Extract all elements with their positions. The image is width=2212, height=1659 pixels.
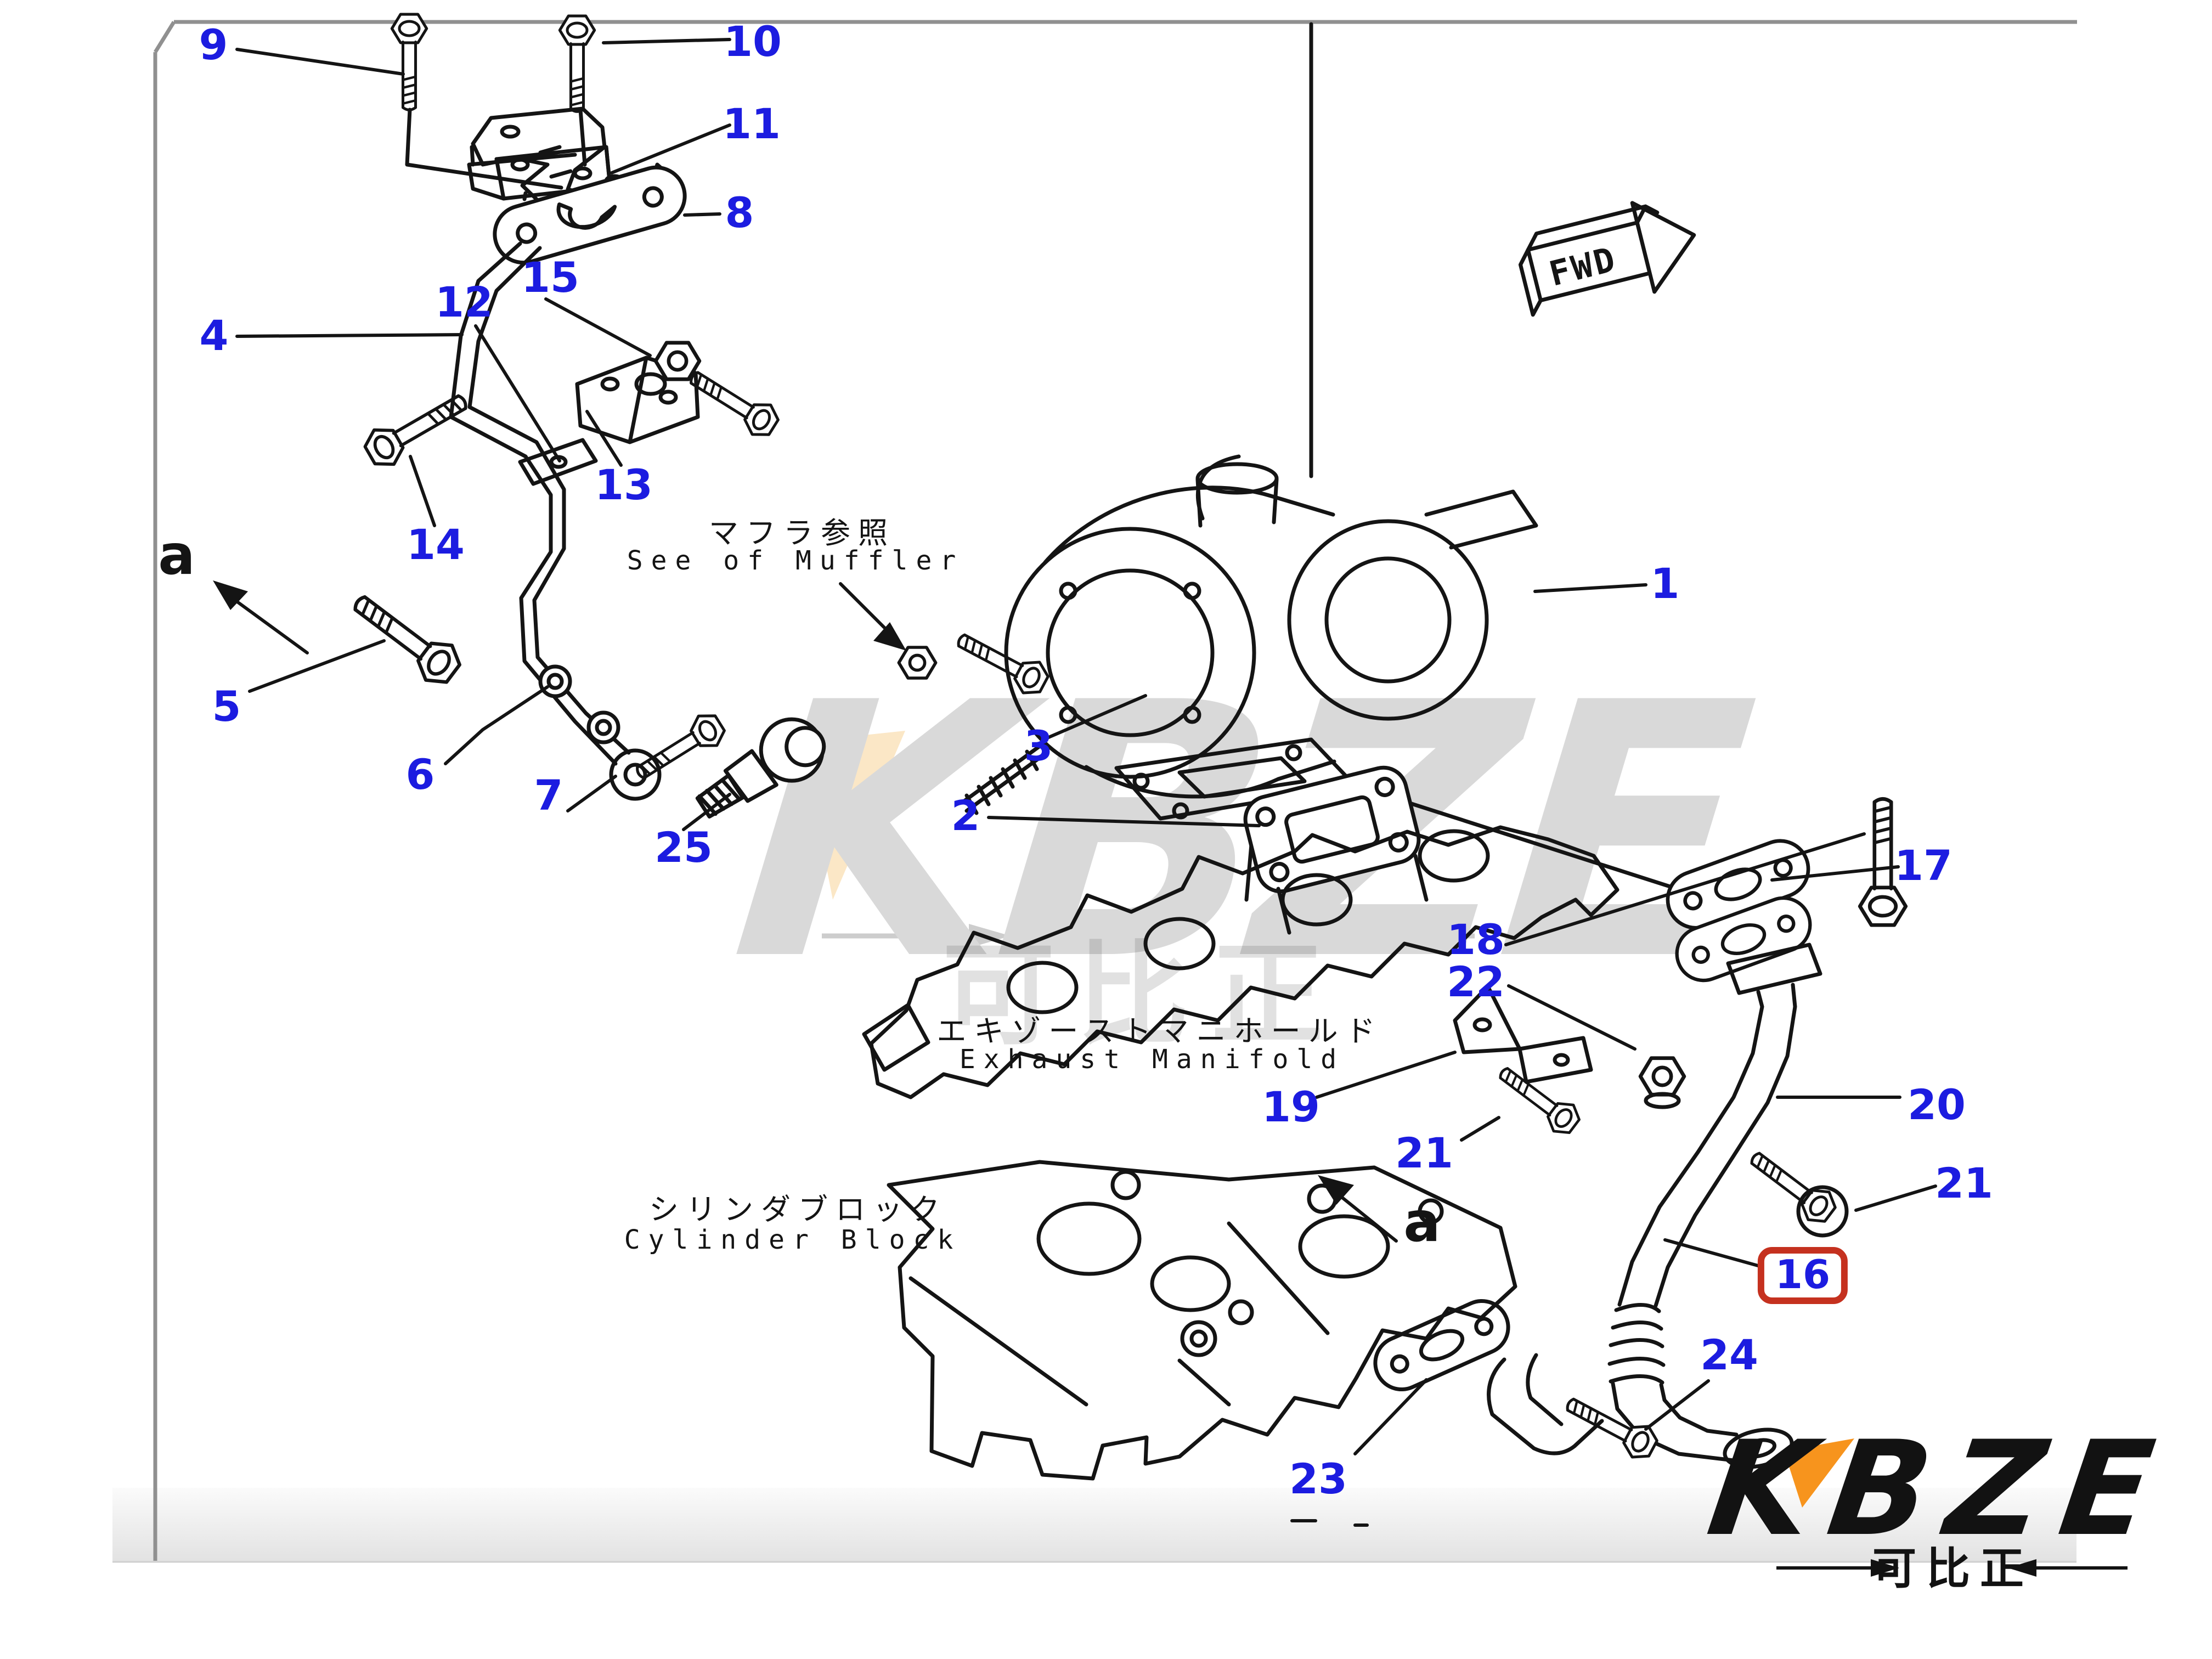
part-bolt-21a — [1492, 1059, 1584, 1139]
leader-lines — [235, 38, 1937, 1527]
callout-17: 17 — [1894, 841, 1953, 890]
part-washer-6b — [589, 713, 618, 742]
part-oil-pipe-4 — [449, 241, 662, 801]
callout-24: 24 — [1700, 1330, 1758, 1379]
part-bolt-5 — [345, 584, 466, 691]
page-bottom-band — [112, 1488, 2076, 1562]
part-bracket-11 — [471, 106, 678, 219]
muffler-label-en: See of Muffler — [627, 545, 964, 576]
cylinder-block-label-en: Cylinder Block — [624, 1224, 962, 1255]
callout-13: 13 — [595, 460, 653, 509]
assembly-line-bolt10 — [578, 108, 587, 167]
assembly-line-bolt9 — [405, 108, 563, 190]
part-stud-3 — [961, 743, 1047, 815]
brand-logo-text: KBZE — [1700, 1413, 2181, 1565]
part-bolt-21b — [1743, 1143, 1849, 1238]
callout-5: 5 — [212, 682, 241, 731]
callout-1: 1 — [1650, 559, 1680, 608]
page-frame-border — [153, 20, 2077, 1561]
part-gasket-8 — [493, 165, 687, 265]
assembly-line — [522, 191, 528, 201]
brand-logo-subtext: 可比正 — [1872, 1543, 2034, 1594]
part-bolt-9 — [392, 14, 426, 110]
part-elbow-foot — [1487, 1353, 1604, 1455]
part-bracket-19 — [1453, 984, 1593, 1084]
callout-6: 6 — [405, 750, 435, 799]
muffler-label-jp: マフラ参照 — [709, 516, 895, 550]
view-label-a-right: a — [1403, 1190, 1441, 1254]
part-exhaust-manifold — [862, 825, 1620, 1099]
callout-8: 8 — [725, 188, 754, 237]
part-cylinder-block — [887, 1160, 1517, 1481]
exhaust-manifold-label-en: Exhaust Manifold — [959, 1044, 1345, 1075]
callout-18: 18 — [1447, 915, 1505, 964]
callout-21-right: 21 — [1935, 1159, 1993, 1207]
part-bracket-13 — [575, 356, 700, 444]
part-bolt-7 — [629, 708, 729, 788]
callout-22: 22 — [1447, 957, 1505, 1006]
callout-3: 3 — [1024, 721, 1053, 770]
callout-7: 7 — [534, 771, 563, 820]
callout-15: 15 — [521, 253, 579, 302]
callout-11: 11 — [723, 99, 781, 148]
view-arrow-a-right — [1318, 1175, 1398, 1243]
part-nut-22 — [1640, 1058, 1684, 1109]
callout-23: 23 — [1289, 1454, 1347, 1503]
callout-4: 4 — [199, 311, 229, 360]
callout-10: 10 — [724, 17, 782, 66]
callout-2: 2 — [951, 791, 980, 840]
part-plug-25 — [695, 717, 826, 819]
part-bolt-10 — [560, 16, 594, 111]
part-nut-15 — [634, 343, 699, 396]
callout-25: 25 — [654, 823, 713, 872]
part-bolt-24 — [1560, 1388, 1661, 1464]
callout-20: 20 — [1908, 1080, 1966, 1129]
watermark-arrow-icons — [822, 924, 1475, 948]
callout-12: 12 — [435, 278, 493, 326]
exhaust-manifold-label-jp: エキゾーストマニホールド — [936, 1014, 1383, 1048]
part-washer-6a — [540, 667, 570, 696]
muffler-ref-arrow — [839, 582, 906, 651]
watermark-flame-icon — [802, 731, 905, 900]
part-gasket-23 — [1373, 1299, 1510, 1392]
part-gasket-2 — [1243, 765, 1421, 894]
callout-14: 14 — [407, 520, 465, 569]
callout-19: 19 — [1262, 1082, 1320, 1131]
watermark-subtext: 可比正 — [942, 930, 1346, 1061]
callout-9: 9 — [199, 20, 228, 69]
part-drain-pipe-16 — [1607, 943, 1822, 1469]
part-muffler-nut — [899, 647, 935, 678]
view-arrow-a-left — [213, 580, 309, 654]
part-muffler-bolt — [951, 624, 1052, 699]
part-bolt-14 — [360, 383, 474, 472]
callout-21-left: 21 — [1395, 1128, 1453, 1177]
cylinder-block-label-jp: シリンダブロック — [649, 1192, 947, 1227]
view-label-a-left: a — [158, 523, 195, 587]
fwd-arrow: FWD — [1518, 201, 1696, 317]
callout-16: 16 — [1775, 1251, 1831, 1297]
callout-16-highlight[interactable]: 16 — [1757, 1247, 1848, 1304]
